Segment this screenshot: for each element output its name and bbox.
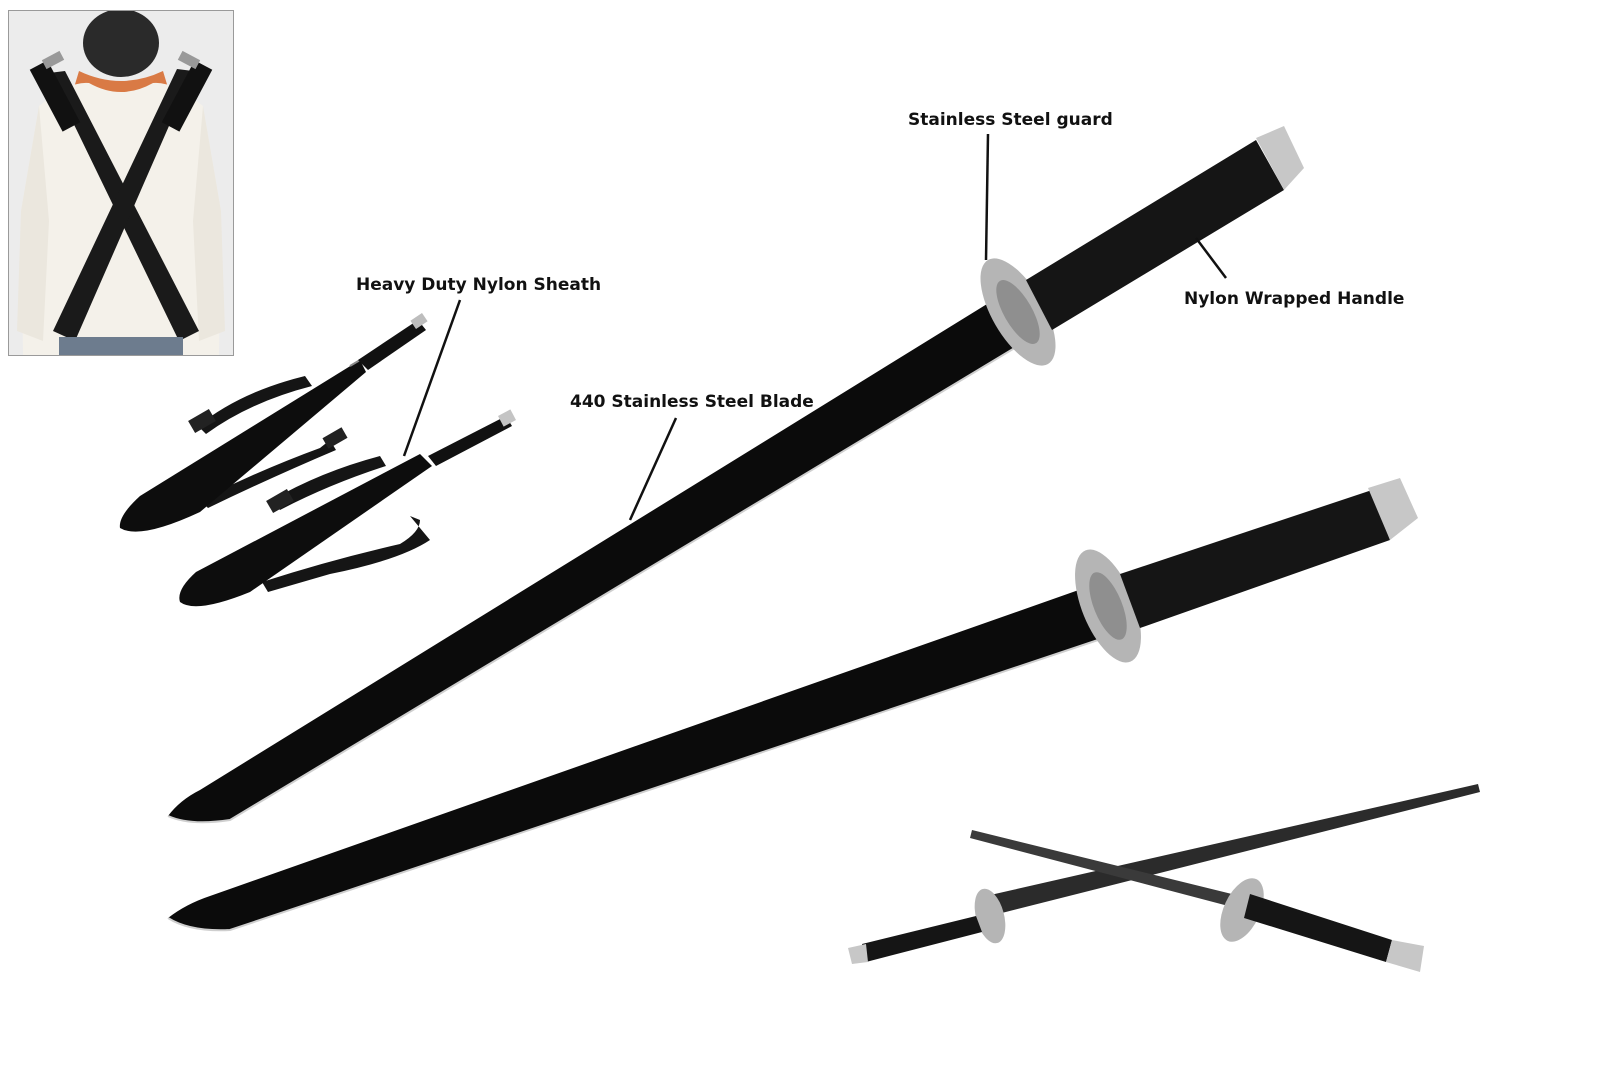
label-guard: Stainless Steel guard bbox=[908, 110, 1113, 130]
sword-large-top bbox=[167, 126, 1304, 824]
sword-large-middle bbox=[167, 478, 1418, 932]
label-handle: Nylon Wrapped Handle bbox=[1184, 289, 1405, 309]
sheath-leader-line bbox=[402, 299, 462, 457]
label-blade: 440 Stainless Steel Blade bbox=[570, 392, 814, 412]
sheath-upper bbox=[119, 312, 428, 532]
label-sheath: Heavy Duty Nylon Sheath bbox=[356, 275, 602, 295]
sheath-lower bbox=[179, 409, 516, 607]
guard-leader-line bbox=[984, 133, 990, 261]
person-back-illustration bbox=[9, 11, 233, 355]
blade-leader-line bbox=[628, 417, 678, 521]
swords-crossed-small bbox=[848, 784, 1480, 972]
callout-lines bbox=[402, 133, 1227, 521]
inset-photo-person-back bbox=[8, 10, 234, 356]
handle-leader-line bbox=[1195, 237, 1227, 279]
